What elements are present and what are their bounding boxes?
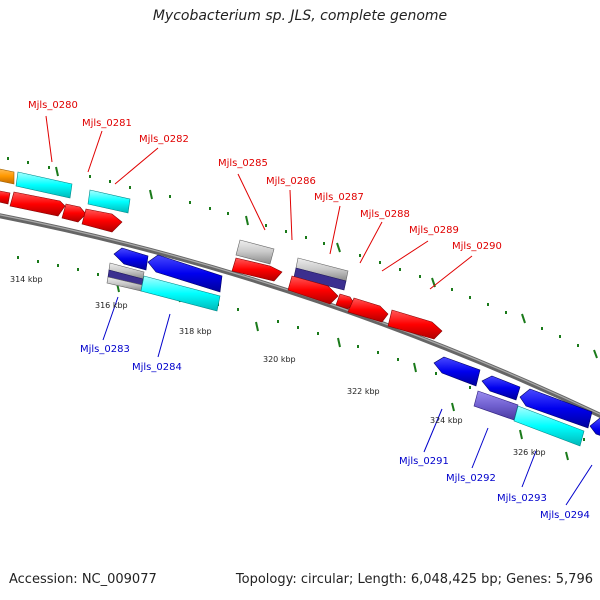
- forward-strand-genes: [0, 168, 443, 340]
- forward-leaders: [45, 115, 473, 290]
- gene-red-e: [231, 257, 283, 282]
- gene-red-b: [9, 191, 66, 217]
- label-Mjls_0284: Mjls_0284: [132, 362, 182, 373]
- label-Mjls_0291: Mjls_0291: [399, 456, 449, 467]
- gene-blue-d: [481, 375, 521, 401]
- gene-blue-c: [433, 356, 481, 387]
- tick-label-326: 326 kbp: [513, 448, 546, 457]
- gene-cyan-c: [140, 275, 221, 312]
- gene-red-a: [0, 190, 11, 205]
- gene-gray-a: [235, 239, 275, 265]
- label-Mjls_0292: Mjls_0292: [446, 473, 496, 484]
- tick-label-318: 318 kbp: [179, 327, 212, 336]
- genome-info-text: Topology: circular; Length: 6,048,425 bp…: [235, 572, 593, 587]
- reverse-leaders: [102, 296, 593, 506]
- gene-blue-e: [519, 388, 593, 429]
- gene-red-d: [81, 208, 123, 233]
- accession-text: Accession: NC_009077: [9, 572, 157, 587]
- reverse-gene-labels: Mjls_0283 Mjls_0284 Mjls_0291 Mjls_0292 …: [80, 344, 590, 521]
- gene-orange: [0, 168, 15, 185]
- label-Mjls_0294: Mjls_0294: [540, 510, 590, 521]
- label-Mjls_0288: Mjls_0288: [360, 209, 410, 220]
- label-Mjls_0280: Mjls_0280: [28, 100, 78, 111]
- gene-red-h: [347, 297, 389, 323]
- gene-navy: [293, 267, 347, 291]
- map-title: Mycobacterium sp. JLS, complete genome: [152, 8, 448, 24]
- tick-label-322: 322 kbp: [347, 387, 380, 396]
- gene-blue-a: [113, 247, 149, 271]
- genome-backbone: [0, 213, 600, 419]
- gene-blue-b: [147, 254, 223, 293]
- gene-cyan-b: [87, 189, 131, 214]
- label-Mjls_0286: Mjls_0286: [266, 176, 316, 187]
- gene-red-i: [387, 309, 443, 340]
- tick-label-320: 320 kbp: [263, 355, 296, 364]
- gene-cyan-d: [513, 405, 585, 447]
- label-Mjls_0287: Mjls_0287: [314, 192, 364, 203]
- reverse-strand-genes: [106, 247, 600, 447]
- gene-cyan-a: [15, 171, 73, 199]
- label-Mjls_0293: Mjls_0293: [497, 493, 547, 504]
- upper-tick-row: [7, 157, 598, 359]
- gene-red-c: [61, 203, 87, 223]
- tick-label-324: 324 kbp: [430, 416, 463, 425]
- gene-red-f: [287, 275, 339, 305]
- label-Mjls_0290: Mjls_0290: [452, 241, 502, 252]
- position-tick-labels: 314 kbp 316 kbp 318 kbp 320 kbp 322 kbp …: [10, 275, 546, 457]
- gene-blue-f: [589, 417, 600, 436]
- label-Mjls_0282: Mjls_0282: [139, 134, 189, 145]
- label-Mjls_0285: Mjls_0285: [218, 158, 268, 169]
- label-Mjls_0289: Mjls_0289: [409, 225, 459, 236]
- tick-label-314: 314 kbp: [10, 275, 43, 284]
- label-Mjls_0281: Mjls_0281: [82, 118, 132, 129]
- label-Mjls_0283: Mjls_0283: [80, 344, 130, 355]
- forward-gene-labels: Mjls_0280 Mjls_0281 Mjls_0282 Mjls_0285 …: [28, 100, 502, 252]
- tick-label-316: 316 kbp: [95, 301, 128, 310]
